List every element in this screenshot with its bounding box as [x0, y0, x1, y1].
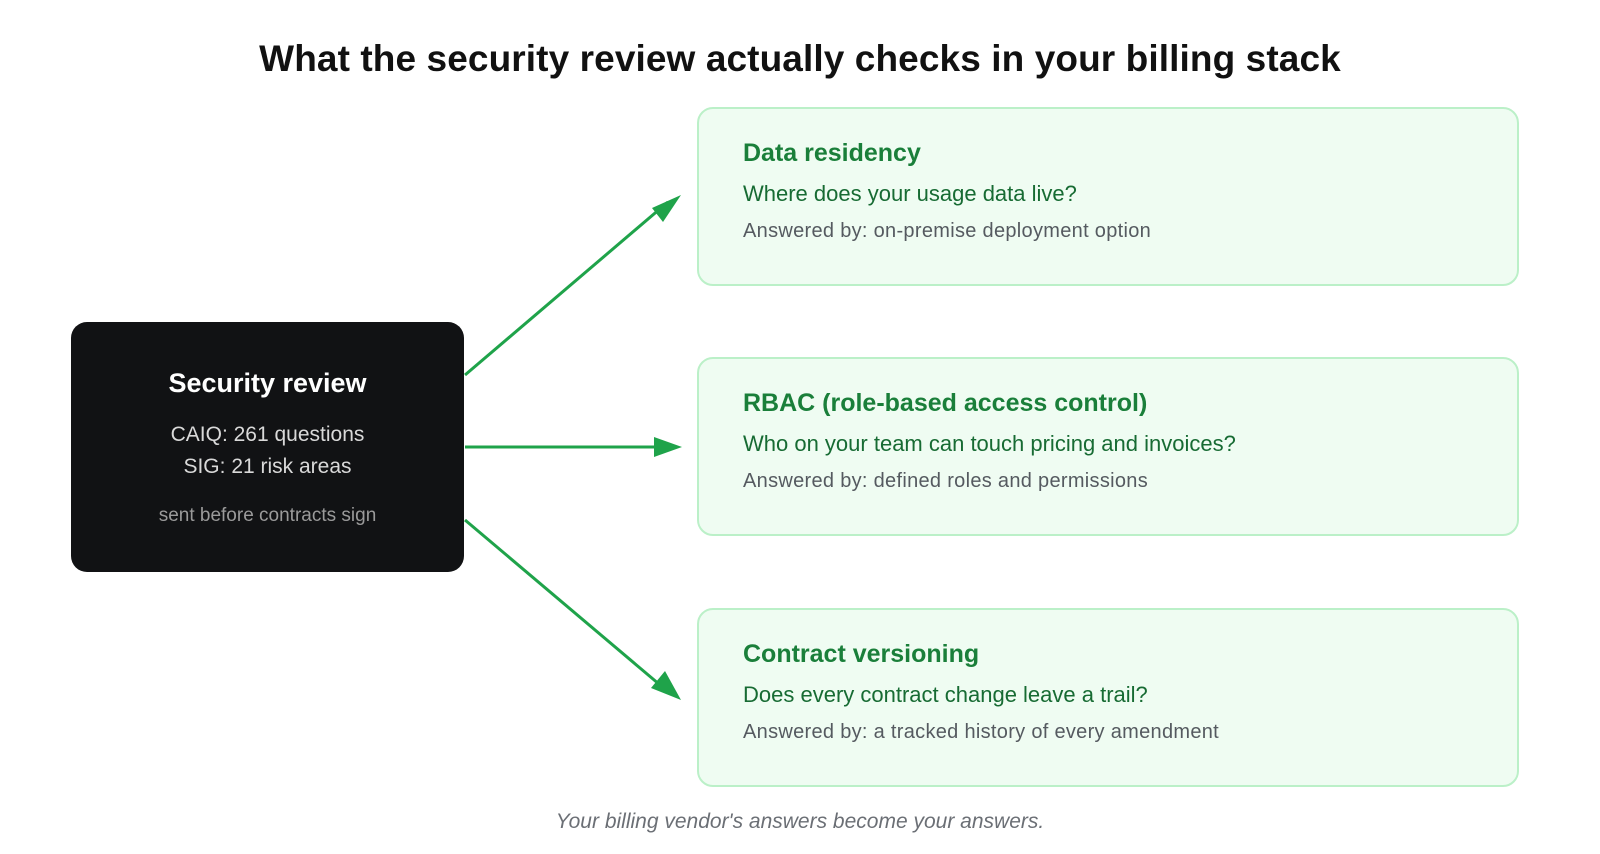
check-card-title: RBAC (role-based access control) — [743, 389, 1148, 417]
check-card-data-residency: Data residency Where does your usage dat… — [697, 107, 1519, 286]
sig-count: SIG: 21 risk areas — [183, 454, 352, 478]
check-card-answer: Answered by: a tracked history of every … — [743, 721, 1220, 743]
check-card-answer: Answered by: defined roles and permissio… — [743, 470, 1149, 492]
caiq-count: CAIQ: 261 questions — [170, 422, 365, 446]
check-card-question: Does every contract change leave a trail… — [743, 682, 1148, 707]
arrow-to-rbac — [465, 437, 682, 457]
security-review-box: Security review CAIQ: 261 questions SIG:… — [71, 322, 464, 572]
check-card-answer: Answered by: on-premise deployment optio… — [743, 220, 1152, 242]
check-card-rbac: RBAC (role-based access control) Who on … — [697, 357, 1519, 536]
page-title: What the security review actually checks… — [259, 38, 1341, 79]
arrow-to-data-residency — [464, 195, 681, 377]
security-review-note: sent before contracts sign — [158, 504, 377, 526]
arrow-to-contract-versioning — [464, 518, 681, 700]
check-card-title: Data residency — [743, 139, 921, 167]
check-card-title: Contract versioning — [743, 640, 980, 668]
security-review-title: Security review — [168, 367, 367, 398]
check-card-contract-versioning: Contract versioning Does every contract … — [697, 608, 1519, 787]
footer-caption: Your billing vendor's answers become you… — [555, 810, 1045, 833]
check-card-question: Where does your usage data live? — [743, 181, 1077, 206]
check-card-question: Who on your team can touch pricing and i… — [743, 431, 1236, 456]
